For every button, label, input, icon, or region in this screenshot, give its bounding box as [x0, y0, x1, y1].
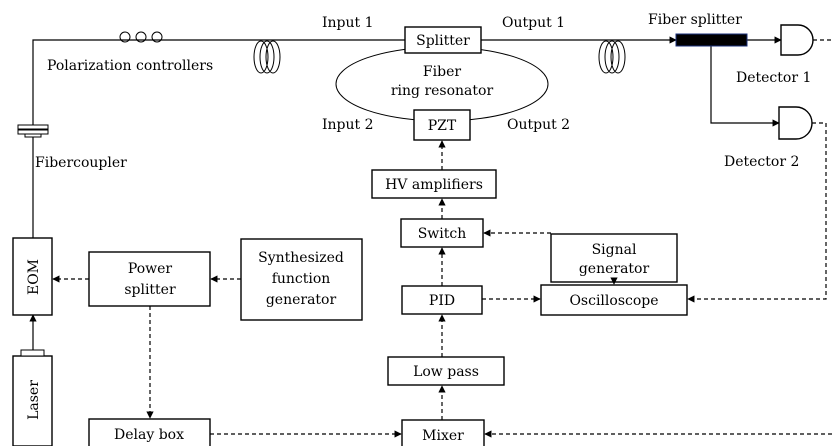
- power-splitter-box: [88, 251, 211, 307]
- switch-text: Switch: [418, 226, 467, 242]
- pzt-box: [413, 109, 471, 141]
- detector2-to-osc: [687, 122, 827, 303]
- hv-amplifiers-box: [371, 169, 497, 199]
- fiber-splitter-bar: [675, 33, 748, 47]
- fiber-coil-output-icon: [598, 40, 626, 74]
- signal-generator-text-1: Signal: [592, 242, 637, 258]
- mixer-text: Mixer: [422, 428, 464, 444]
- pid-text: PID: [429, 293, 455, 309]
- oscilloscope-box: [540, 284, 688, 316]
- output1-label: Output 1: [502, 15, 565, 31]
- detector1-label: Detector 1: [736, 70, 811, 86]
- pzt-text: PZT: [428, 118, 457, 134]
- fiber-splitter-label: Fiber splitter: [648, 12, 742, 28]
- power-splitter-text-1: Power: [128, 261, 173, 277]
- pid-box: [401, 285, 483, 315]
- power-splitter-text-2: splitter: [124, 282, 176, 298]
- synth-text-3: generator: [266, 292, 337, 308]
- delay-box: [88, 418, 211, 446]
- splitter-box: [404, 26, 482, 54]
- fibercoupler-label: Fibercoupler: [35, 155, 127, 171]
- fiber-to-detector2: [710, 46, 780, 127]
- low-pass-text: Low pass: [413, 364, 479, 380]
- fiber-left-vertical: [32, 39, 405, 125]
- fibercoupler-icon: [17, 124, 49, 138]
- oscilloscope-text: Oscilloscope: [569, 293, 658, 309]
- eom-text: EOM: [26, 259, 42, 295]
- input2-label: Input 2: [322, 117, 374, 133]
- laser-cap: [20, 349, 45, 357]
- polarization-controller-icon: [119, 31, 163, 43]
- laser-box: [12, 355, 53, 446]
- signal-generator-text-2: generator: [579, 261, 650, 277]
- detector1-icon: [780, 24, 814, 56]
- splitter-text: Splitter: [416, 33, 470, 49]
- ring-label-line2: ring resonator: [391, 83, 494, 99]
- eom-box: [12, 237, 53, 316]
- mixer-box: [401, 419, 485, 446]
- synth-text-2: function: [272, 271, 331, 287]
- synth-text-1: Synthesized: [258, 250, 344, 266]
- detector2-icon: [778, 106, 813, 140]
- output2-label: Output 2: [507, 117, 570, 133]
- fiber-coil-icon: [253, 40, 281, 74]
- polarization-controllers-label: Polarization controllers: [47, 58, 213, 74]
- low-pass-box: [387, 356, 505, 386]
- detector2-label: Detector 2: [724, 154, 799, 170]
- hv-amplifiers-text: HV amplifiers: [385, 177, 483, 193]
- input1-label: Input 1: [322, 15, 374, 31]
- switch-box: [400, 218, 484, 248]
- ring-label-line1: Fiber: [423, 64, 461, 80]
- synth-generator-box: [240, 238, 363, 321]
- signal-generator-box: [550, 233, 678, 283]
- laser-text: Laser: [26, 380, 42, 420]
- delay-box-text: Delay box: [114, 427, 184, 443]
